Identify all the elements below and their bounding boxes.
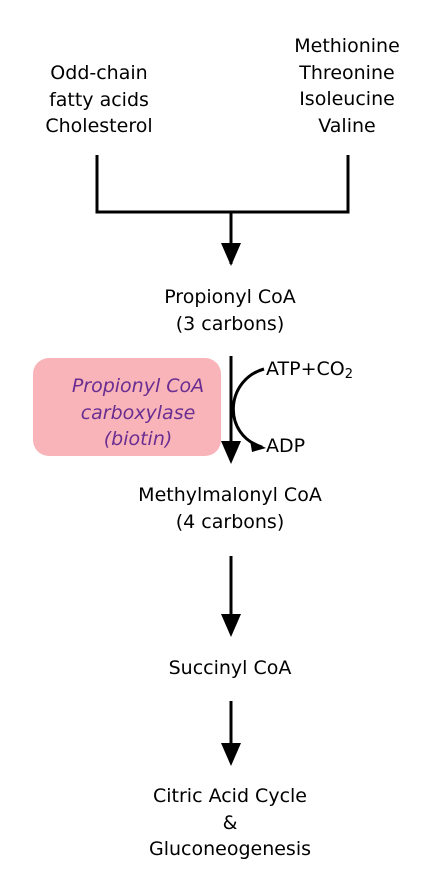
- source-left-label: Odd-chain fatty acids Cholesterol: [18, 60, 180, 140]
- propionyl-coa-node: Propionyl CoA (3 carbons): [110, 284, 350, 337]
- enzyme-highlight-box: [33, 358, 221, 456]
- node-line: &: [222, 811, 238, 834]
- node-title: Propionyl CoA: [164, 286, 296, 308]
- merge-bracket: [95, 155, 350, 214]
- source-right-line: Threonine: [299, 61, 395, 84]
- node-subtitle: (3 carbons): [175, 312, 285, 335]
- arrowhead-to-citric-acid-cycle: [221, 743, 241, 766]
- arrowhead-to-methylmalonyl-coa: [221, 441, 241, 464]
- node-line: Citric Acid Cycle: [153, 785, 307, 807]
- enzyme-line: Propionyl CoA: [71, 375, 205, 397]
- cofactor-input-main: ATP+CO: [266, 358, 345, 380]
- source-left-line: Odd-chain: [50, 62, 148, 84]
- source-left-line: Cholesterol: [45, 115, 153, 137]
- node-line: Gluconeogenesis: [148, 838, 312, 860]
- enzyme-line: (biotin): [103, 428, 173, 450]
- cofactor-output-label: ADP: [266, 435, 306, 457]
- methylmalonyl-coa-node: Methylmalonyl CoA (4 carbons): [90, 482, 370, 535]
- citric-acid-cycle-node: Citric Acid Cycle & Gluconeogenesis: [90, 783, 370, 863]
- arrowhead-to-propionyl-coa: [221, 243, 241, 266]
- source-right-line: Valine: [318, 114, 376, 137]
- source-left-line: fatty acids: [49, 88, 149, 111]
- enzyme-line: carboxylase: [80, 401, 196, 424]
- node-title: Succinyl CoA: [168, 657, 292, 679]
- cofactor-arrowhead: [250, 440, 266, 452]
- node-subtitle: (4 carbons): [175, 510, 285, 533]
- enzyme-label: Propionyl CoA carboxylase (biotin): [33, 373, 243, 453]
- source-right-line: Methionine: [294, 35, 400, 57]
- source-right-label: Methionine Threonine Isoleucine Valine: [262, 33, 432, 139]
- cofactor-input-label: ATP+CO2: [266, 356, 353, 382]
- node-title: Methylmalonyl CoA: [138, 484, 322, 506]
- succinyl-coa-node: Succinyl CoA: [110, 655, 350, 682]
- source-right-line: Isoleucine: [299, 88, 395, 110]
- cofactor-input-subscript: 2: [344, 367, 354, 382]
- arrowhead-to-succinyl-coa: [221, 614, 241, 637]
